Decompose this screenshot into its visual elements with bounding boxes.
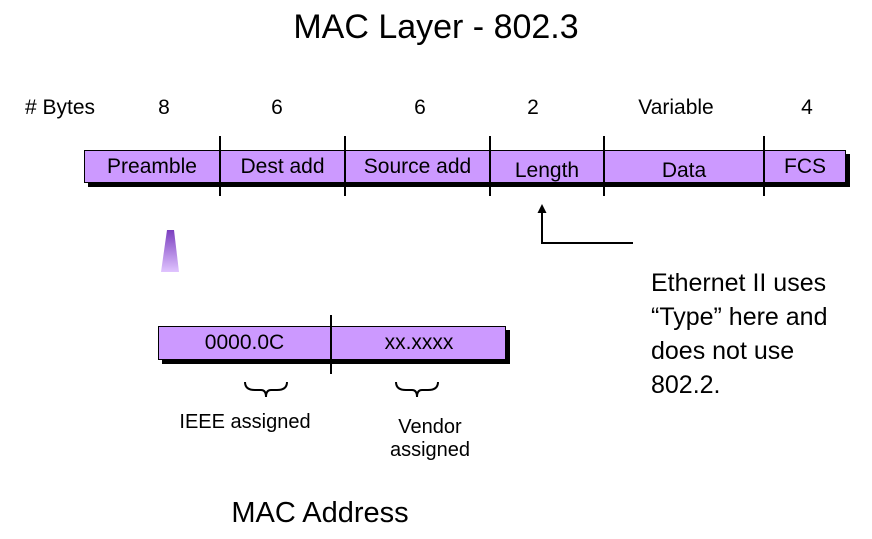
field-data: Data <box>661 158 707 182</box>
ethernet-ii-note: Ethernet II uses “Type” here and does no… <box>651 266 828 402</box>
field-preamble: Preamble <box>107 154 197 178</box>
preamble-marker <box>161 230 179 272</box>
vendor-assigned-label: Vendor assigned <box>350 416 510 462</box>
bytes-preamble: 8 <box>158 96 170 119</box>
note-line: “Type” here and <box>651 303 828 331</box>
bytes-fcs: 4 <box>801 96 813 119</box>
frame-divider <box>603 136 605 196</box>
address-divider <box>330 315 332 374</box>
field-length: Length <box>514 158 580 182</box>
note-line: does not use <box>651 337 795 365</box>
length-callout-arrow <box>537 204 633 244</box>
vendor-brace-icon <box>395 381 439 398</box>
field-source-add: Source add <box>363 154 472 178</box>
note-line: 802.2. <box>651 371 721 399</box>
vendor-label-line: Vendor <box>398 416 462 438</box>
oui-brace-icon <box>244 381 288 398</box>
frame-divider <box>219 136 221 196</box>
address-vendor: xx.xxxx <box>384 331 454 354</box>
diagram-title: MAC Layer - 802.3 <box>293 8 579 46</box>
frame-divider <box>344 136 346 196</box>
vendor-label-line: assigned <box>389 439 471 461</box>
note-line: Ethernet II uses <box>651 269 827 297</box>
bytes-source-add: 6 <box>414 96 426 119</box>
address-bar <box>158 326 506 360</box>
frame-divider <box>763 136 765 196</box>
ieee-assigned-label: IEEE assigned <box>179 411 311 433</box>
bytes-length: 2 <box>527 96 539 119</box>
bytes-data: Variable <box>638 96 714 119</box>
field-fcs: FCS <box>784 154 826 178</box>
bytes-dest-add: 6 <box>271 96 283 119</box>
address-oui: 0000.0C <box>204 331 285 354</box>
frame-divider <box>489 136 491 196</box>
frame-bar <box>84 150 846 183</box>
mac-address-title: MAC Address <box>231 497 409 529</box>
bytes-header-label: # Bytes <box>24 96 96 119</box>
field-dest-add: Dest add <box>240 154 325 178</box>
